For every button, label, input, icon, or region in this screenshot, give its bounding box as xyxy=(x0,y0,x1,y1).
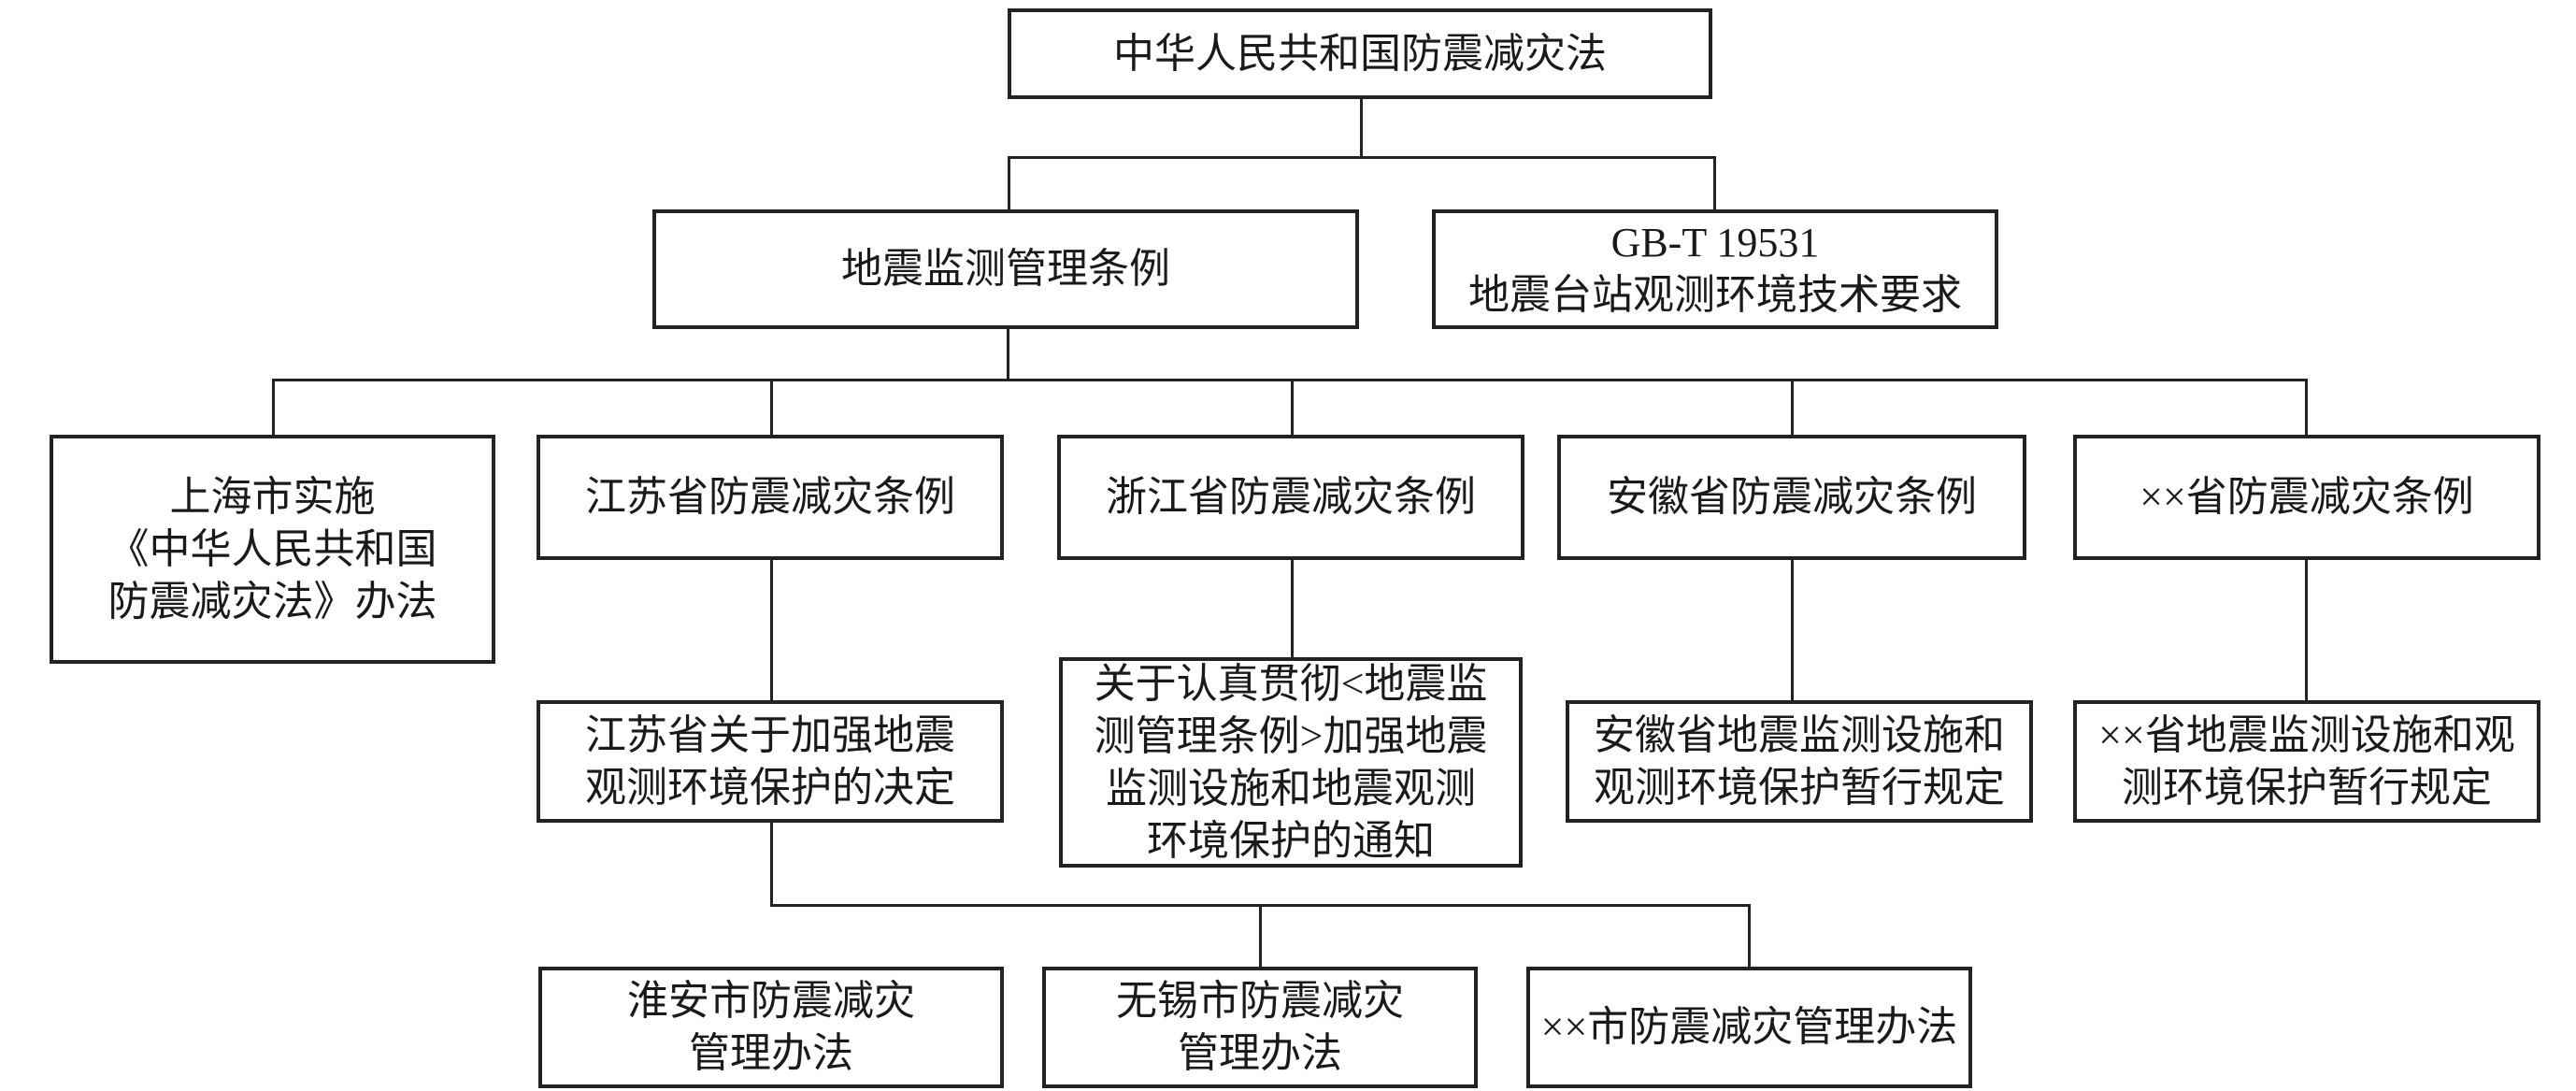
node-text: 管理办法 xyxy=(1178,1030,1342,1076)
connector xyxy=(2305,379,2308,435)
node-text: 地震台站观测环境技术要求 xyxy=(1468,272,1962,318)
node-text: 观测环境保护的决定 xyxy=(585,764,955,811)
node-text: GB-T 19531 xyxy=(1610,220,1820,266)
node-text: 安徽省防震减灾条例 xyxy=(1607,474,1977,520)
node-text: 江苏省关于加强地震 xyxy=(585,711,955,758)
connector xyxy=(1791,379,1794,435)
node-text: 测环境保护暂行规定 xyxy=(2122,764,2492,811)
node-generic-province-provisions: ××省地震监测设施和观 测环境保护暂行规定 xyxy=(2073,700,2540,823)
connector xyxy=(272,379,275,435)
connector xyxy=(1291,560,1294,657)
connector xyxy=(1291,379,1294,435)
node-root-law: 中华人民共和国防震减灾法 xyxy=(1008,8,1712,99)
node-text: 测管理条例>加强地震 xyxy=(1094,712,1488,759)
connector xyxy=(1007,329,1009,380)
node-generic-province: ××省防震减灾条例 xyxy=(2073,435,2540,560)
node-text: 监测设施和地震观测 xyxy=(1106,765,1476,811)
connector xyxy=(770,560,773,700)
node-text: 关于认真贯彻<地震监 xyxy=(1094,660,1488,707)
node-text: 淮安市防震减灾 xyxy=(627,978,915,1024)
node-text: ××省地震监测设施和观 xyxy=(2098,711,2515,758)
node-jiangsu-decision: 江苏省关于加强地震 观测环境保护的决定 xyxy=(537,700,1004,823)
connector xyxy=(1713,156,1716,209)
node-huaian: 淮安市防震减灾 管理办法 xyxy=(538,967,1004,1088)
node-anhui: 安徽省防震减灾条例 xyxy=(1557,435,2026,560)
node-text: ××省防震减灾条例 xyxy=(2140,474,2474,520)
node-text: 中华人民共和国防震减灾法 xyxy=(1113,30,1607,77)
node-zhejiang-notice: 关于认真贯彻<地震监 测管理条例>加强地震 监测设施和地震观测 环境保护的通知 xyxy=(1059,657,1523,868)
node-text: 浙江省防震减灾条例 xyxy=(1106,474,1476,520)
connector xyxy=(1008,156,1010,209)
node-text: 《中华人民共和国 xyxy=(107,525,437,572)
node-text: 地震监测管理条例 xyxy=(841,246,1170,292)
node-gb-standard: GB-T 19531 地震台站观测环境技术要求 xyxy=(1432,209,1998,329)
node-text: 观测环境保护暂行规定 xyxy=(1594,764,2005,811)
connector xyxy=(1791,560,1794,700)
node-jiangsu: 江苏省防震减灾条例 xyxy=(537,435,1004,560)
connector xyxy=(1008,156,1715,159)
connector xyxy=(272,379,2307,381)
node-text: 无锡市防震减灾 xyxy=(1116,978,1404,1024)
node-text: 防震减灾法》办法 xyxy=(107,578,437,624)
connector xyxy=(1259,904,1262,967)
connector xyxy=(770,823,773,905)
node-generic-city: ××市防震减灾管理办法 xyxy=(1526,967,1972,1088)
connector xyxy=(770,379,773,435)
node-text: ××市防震减灾管理办法 xyxy=(1540,1004,1958,1050)
node-text: 江苏省防震减灾条例 xyxy=(585,474,955,520)
node-anhui-provisions: 安徽省地震监测设施和 观测环境保护暂行规定 xyxy=(1566,700,2033,823)
node-seismic-monitoring-regulation: 地震监测管理条例 xyxy=(652,209,1359,329)
node-text: 上海市实施 xyxy=(169,473,376,520)
node-text: 安徽省地震监测设施和 xyxy=(1594,711,2005,758)
connector xyxy=(2305,560,2308,700)
node-shanghai: 上海市实施 《中华人民共和国 防震减灾法》办法 xyxy=(50,435,495,664)
connector xyxy=(1748,904,1751,967)
connector xyxy=(1360,99,1363,157)
node-text: 环境保护的通知 xyxy=(1147,817,1435,864)
node-wuxi: 无锡市防震减灾 管理办法 xyxy=(1042,967,1478,1088)
node-zhejiang: 浙江省防震减灾条例 xyxy=(1057,435,1524,560)
node-text: 管理办法 xyxy=(689,1030,853,1076)
